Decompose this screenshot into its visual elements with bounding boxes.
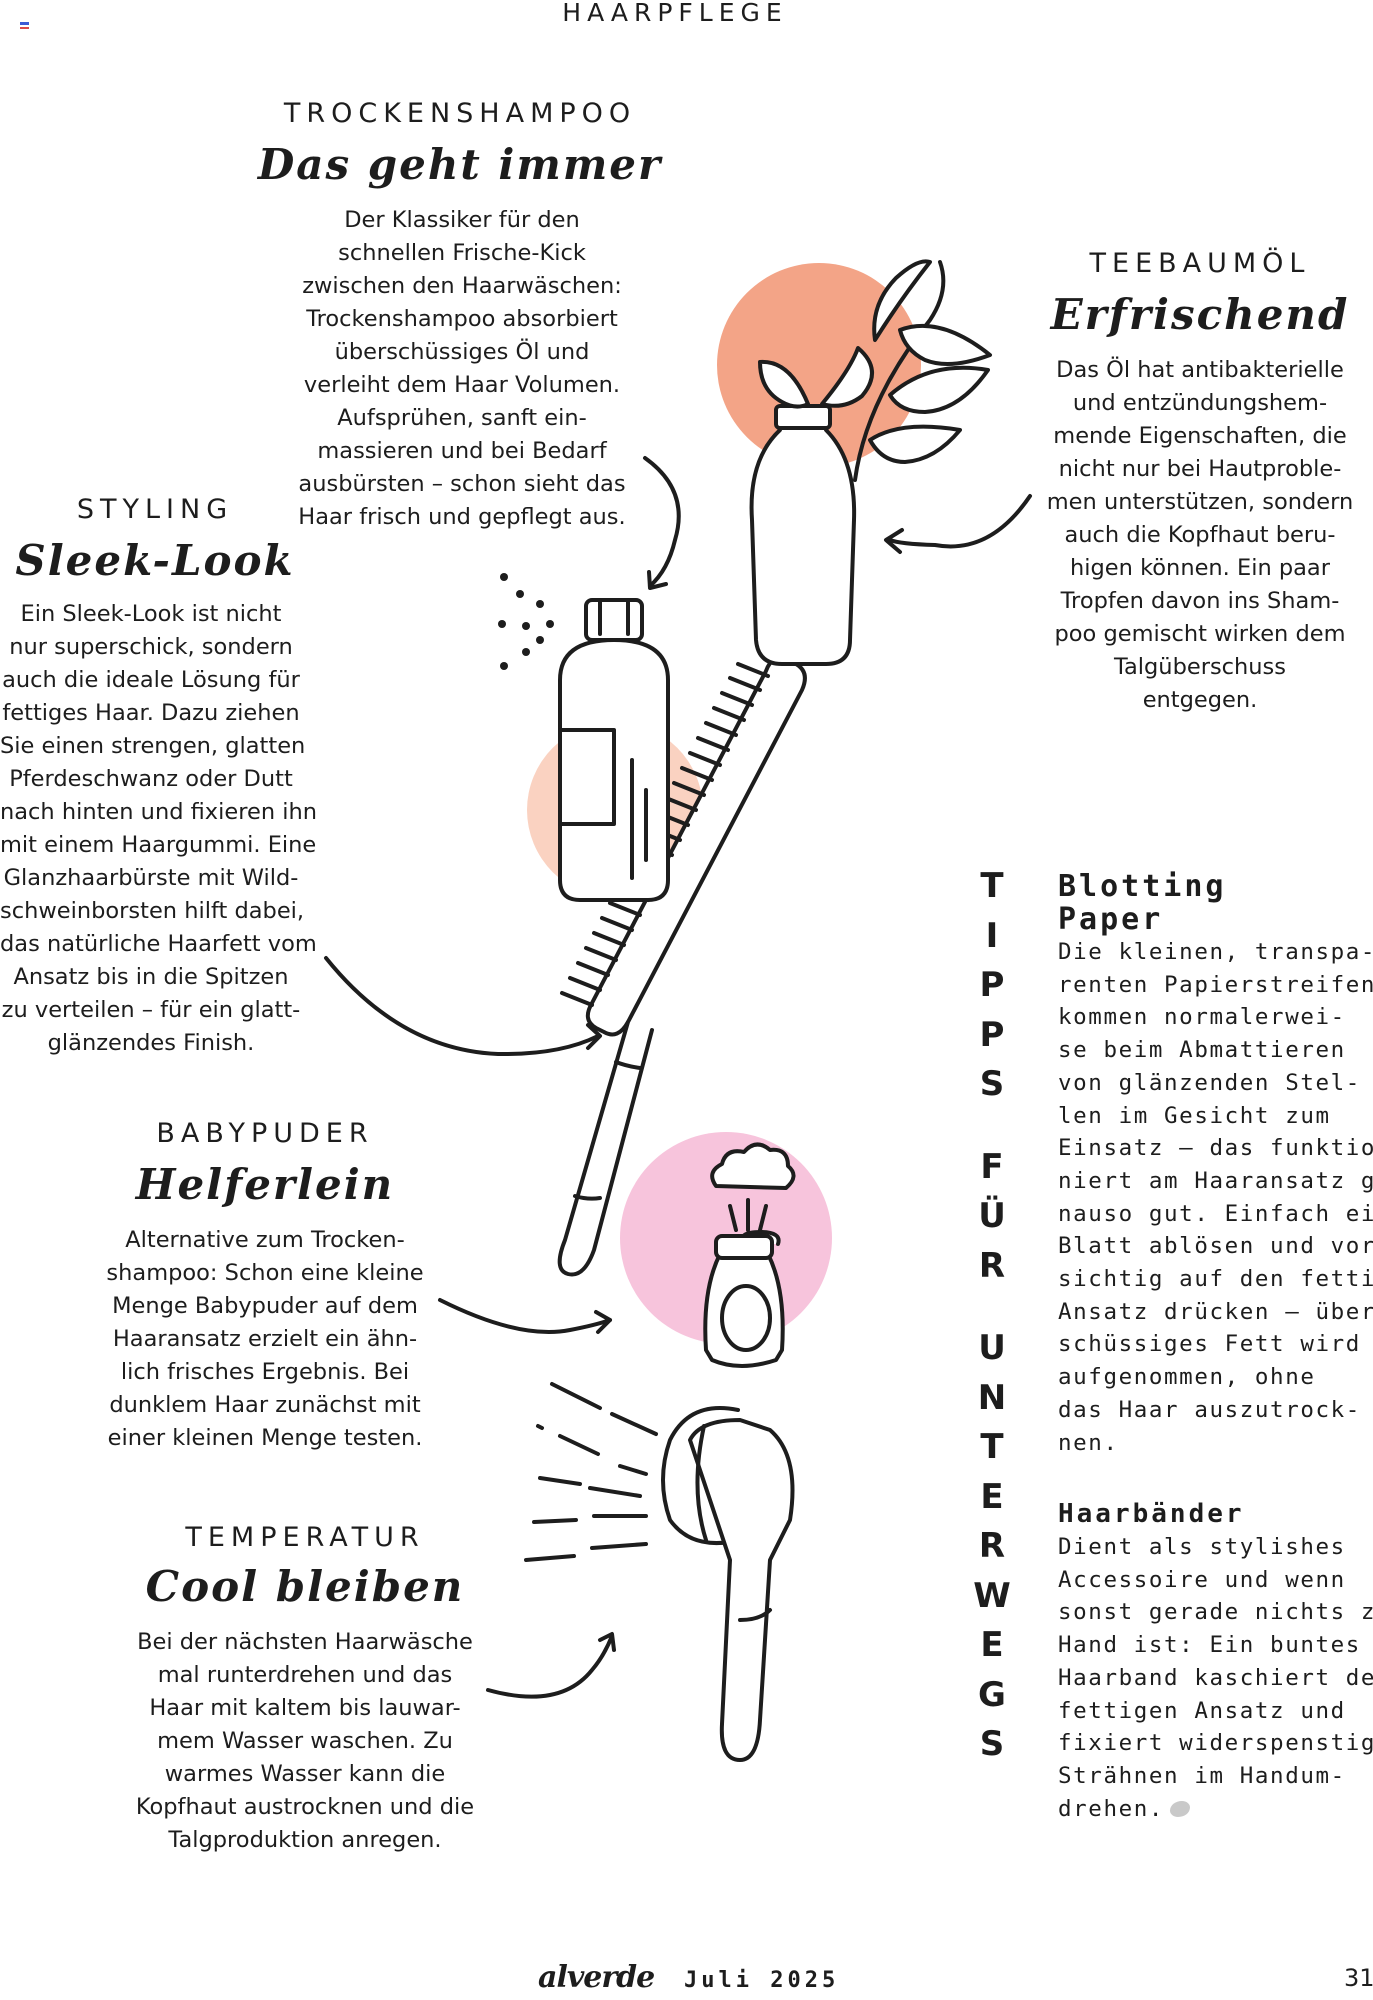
styling-kicker: STYLING: [76, 494, 234, 525]
blotting-text: Die kleinen, transpa-renten Papierstreif…: [1058, 939, 1373, 1456]
temperatur-kicker: TEMPERATUR: [185, 1522, 425, 1553]
babypuder-kicker: BABYPUDER: [156, 1118, 374, 1149]
teebaumoel-kicker: TEEBAUMÖL: [1089, 248, 1311, 279]
temperatur-title: Cool bleiben: [145, 1562, 465, 1611]
spray-droplets: [498, 573, 554, 670]
top-left-mark: [20, 22, 29, 30]
salmon-circle: [717, 263, 921, 467]
section-header: HAARPFLEGE: [562, 0, 788, 27]
footer-brand: alverde: [538, 1960, 655, 1995]
oil-bottle-icon: [749, 404, 857, 666]
page-number: 31: [1344, 1964, 1373, 1992]
babypuder-title: Helferlein: [135, 1160, 395, 1209]
styling-title: Sleek-Look: [15, 536, 295, 585]
trockenshampoo-kicker: TROCKENSHAMPOO: [283, 98, 637, 129]
trockenshampoo-title: Das geht immer: [257, 140, 663, 189]
babypuder-text: Alternative zum Trocken-shampoo: Schon e…: [106, 1227, 424, 1451]
teebaumoel-title: Erfrischend: [1050, 290, 1350, 339]
brush-icon: [557, 656, 807, 1277]
blotting-paper: Blotting Paper Die kleinen, transpa-rent…: [1058, 869, 1373, 1459]
leaf-sprig-icon: [758, 259, 992, 482]
haarbaender-title: Haarbänder: [1058, 1499, 1245, 1529]
blotting-title-line2: Paper: [1058, 902, 1164, 937]
spray-bottle-icon: [558, 598, 670, 902]
hair-dryer-icon: [524, 1382, 795, 1762]
powder-bottle-icon: [703, 1142, 796, 1368]
footer-issue: Juli 2025: [684, 1968, 840, 1993]
arrow-icon: [324, 456, 1032, 1699]
blotting-title-line1: Blotting: [1058, 869, 1227, 904]
end-mark-icon: [1170, 1801, 1191, 1818]
